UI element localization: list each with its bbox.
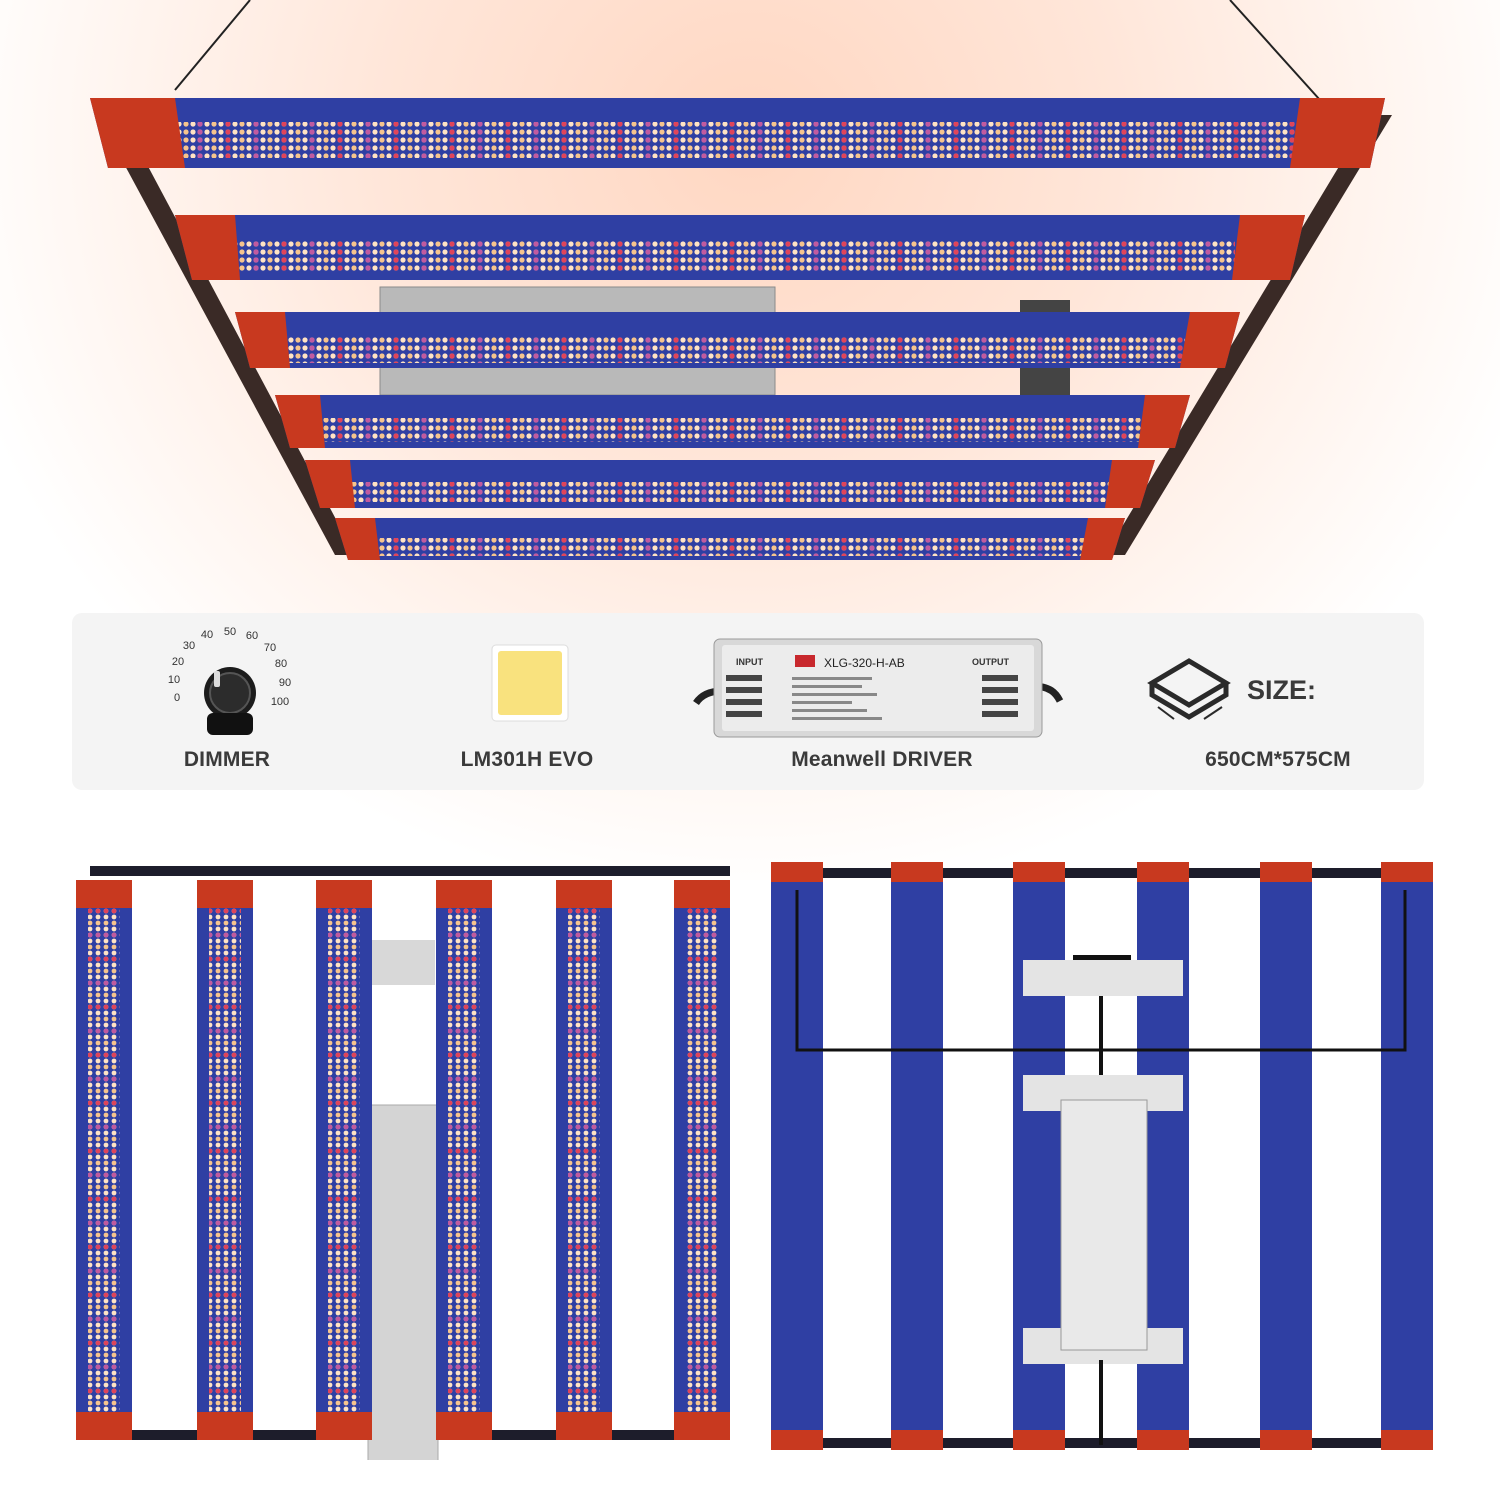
feature-size: SIZE: 650CM*575CM bbox=[1132, 613, 1424, 790]
driver-housing bbox=[1060, 1099, 1148, 1351]
light-bar bbox=[175, 215, 1305, 280]
size-label: 650CM*575CM bbox=[1205, 748, 1351, 771]
light-bar bbox=[335, 518, 1125, 560]
light-bar bbox=[316, 880, 372, 1440]
frame-rail-top bbox=[785, 868, 1425, 878]
dimmer-scale-label: 60 bbox=[246, 630, 258, 642]
light-bar bbox=[275, 395, 1190, 448]
back-bar bbox=[771, 878, 1433, 1438]
dimmer-scale-label: 80 bbox=[275, 658, 287, 670]
dimmer-scale-label: 100 bbox=[271, 696, 289, 708]
light-bar bbox=[556, 880, 612, 1440]
dimmer-scale-label: 10 bbox=[168, 674, 180, 686]
dimmer-label: DIMMER bbox=[183, 748, 271, 771]
mount-bracket bbox=[1023, 960, 1183, 996]
dimmer-scale-label: 20 bbox=[172, 656, 184, 668]
dimmer-scale-label: 0 bbox=[174, 692, 180, 704]
light-bar bbox=[76, 880, 132, 1440]
dimmer-knob-icon: 0 10 20 30 40 50 60 70 80 90 100 bbox=[168, 626, 291, 735]
front-view-panel bbox=[76, 866, 730, 1460]
size-heading: SIZE: bbox=[1247, 675, 1317, 705]
driver-bracket bbox=[370, 940, 435, 985]
feature-led: LM301H EVO bbox=[452, 613, 602, 790]
dimmer-scale-label: 30 bbox=[183, 640, 195, 652]
feature-dimmer: 0 10 20 30 40 50 60 70 80 90 100 DIMMER bbox=[142, 613, 302, 790]
driver-model-text: XLG-320-H-AB bbox=[824, 656, 905, 670]
dimmer-scale-label: 50 bbox=[224, 626, 236, 638]
back-view-panel bbox=[771, 862, 1433, 1450]
light-bar bbox=[305, 460, 1155, 508]
light-bar bbox=[235, 312, 1240, 368]
hero-grow-light bbox=[90, 0, 1392, 560]
driver-icon: INPUT OUTPUT XLG-320-H-AB bbox=[693, 638, 1064, 738]
frame-rail-top bbox=[90, 866, 730, 876]
light-bar bbox=[90, 98, 1385, 168]
led-label: LM301H EVO bbox=[460, 748, 594, 771]
driver-housing bbox=[367, 1104, 439, 1460]
driver-label: Meanwell DRIVER bbox=[791, 748, 973, 771]
dimmer-scale-label: 40 bbox=[201, 629, 213, 641]
hanging-cable bbox=[1229, 0, 1321, 101]
light-bar bbox=[197, 880, 253, 1440]
frame-rail-bottom bbox=[785, 1438, 1425, 1448]
side-rail-right bbox=[1105, 115, 1392, 555]
hanging-cable bbox=[174, 0, 251, 91]
light-bar bbox=[674, 880, 730, 1440]
feature-driver: INPUT OUTPUT XLG-320-H-AB Meanwell DRIVE… bbox=[692, 613, 1082, 790]
size-box-icon bbox=[1147, 658, 1231, 720]
driver-input-text: INPUT bbox=[736, 657, 764, 667]
dimmer-scale-label: 70 bbox=[264, 642, 276, 654]
driver-output-text: OUTPUT bbox=[972, 657, 1010, 667]
light-bar bbox=[436, 880, 492, 1440]
dimmer-scale-label: 90 bbox=[279, 677, 291, 689]
led-chip-icon bbox=[491, 644, 569, 722]
feature-strip: 0 10 20 30 40 50 60 70 80 90 100 DIMMER … bbox=[72, 613, 1424, 790]
